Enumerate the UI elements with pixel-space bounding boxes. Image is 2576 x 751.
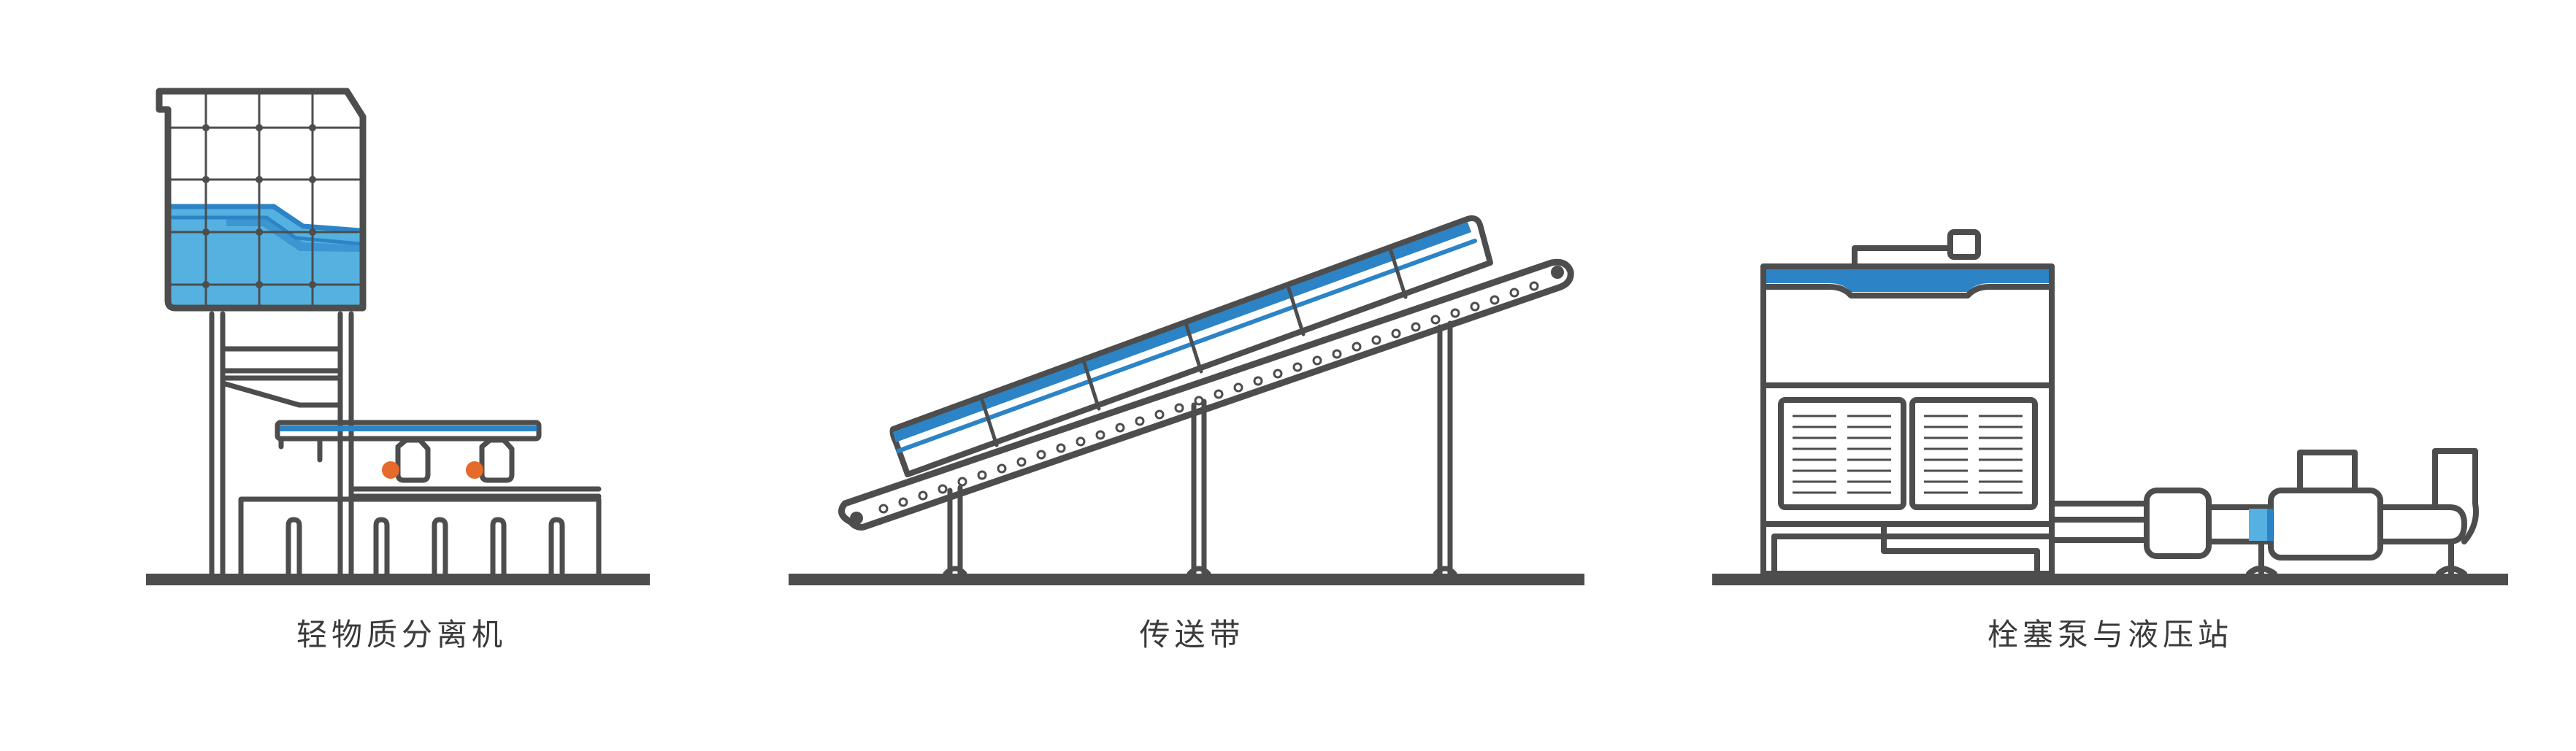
ground-line (146, 574, 650, 585)
belt-dividers (980, 249, 1408, 447)
cabinet-lid-blue (1766, 269, 2049, 292)
orange-roller-2 (466, 461, 483, 479)
pump-valve-1 (2144, 488, 2212, 559)
separator-frame (209, 311, 602, 577)
pump-illustration (1712, 229, 2508, 585)
conveyor-illustration (789, 215, 1584, 585)
cabinet-vent-grills (1793, 415, 2023, 494)
panel-conveyor-belt: 传送带 (785, 0, 1599, 751)
orange-roller-1 (382, 461, 399, 479)
caption-pump: 栓塞泵与液压站 (1987, 617, 2233, 652)
conveyor-legs (943, 320, 1457, 577)
separator-tray-blue (280, 425, 537, 431)
ground-line (1712, 574, 2508, 585)
panel-light-material-separator: 轻物质分离机 (139, 0, 664, 751)
caption-conveyor: 传送带 (1139, 617, 1245, 652)
pipe-blue-section (2267, 509, 2273, 541)
pump-body (2268, 488, 2383, 561)
caption-separator: 轻物质分离机 (296, 617, 507, 652)
chain-links (878, 281, 1539, 514)
hydraulic-cabinet (1760, 263, 2055, 577)
panel-plug-pump-hydraulic-station: 栓塞泵与液压站 (1705, 0, 2515, 751)
hydraulic-handle (1852, 245, 1950, 269)
separator-illustration (146, 88, 650, 585)
ground-line (789, 574, 1584, 585)
